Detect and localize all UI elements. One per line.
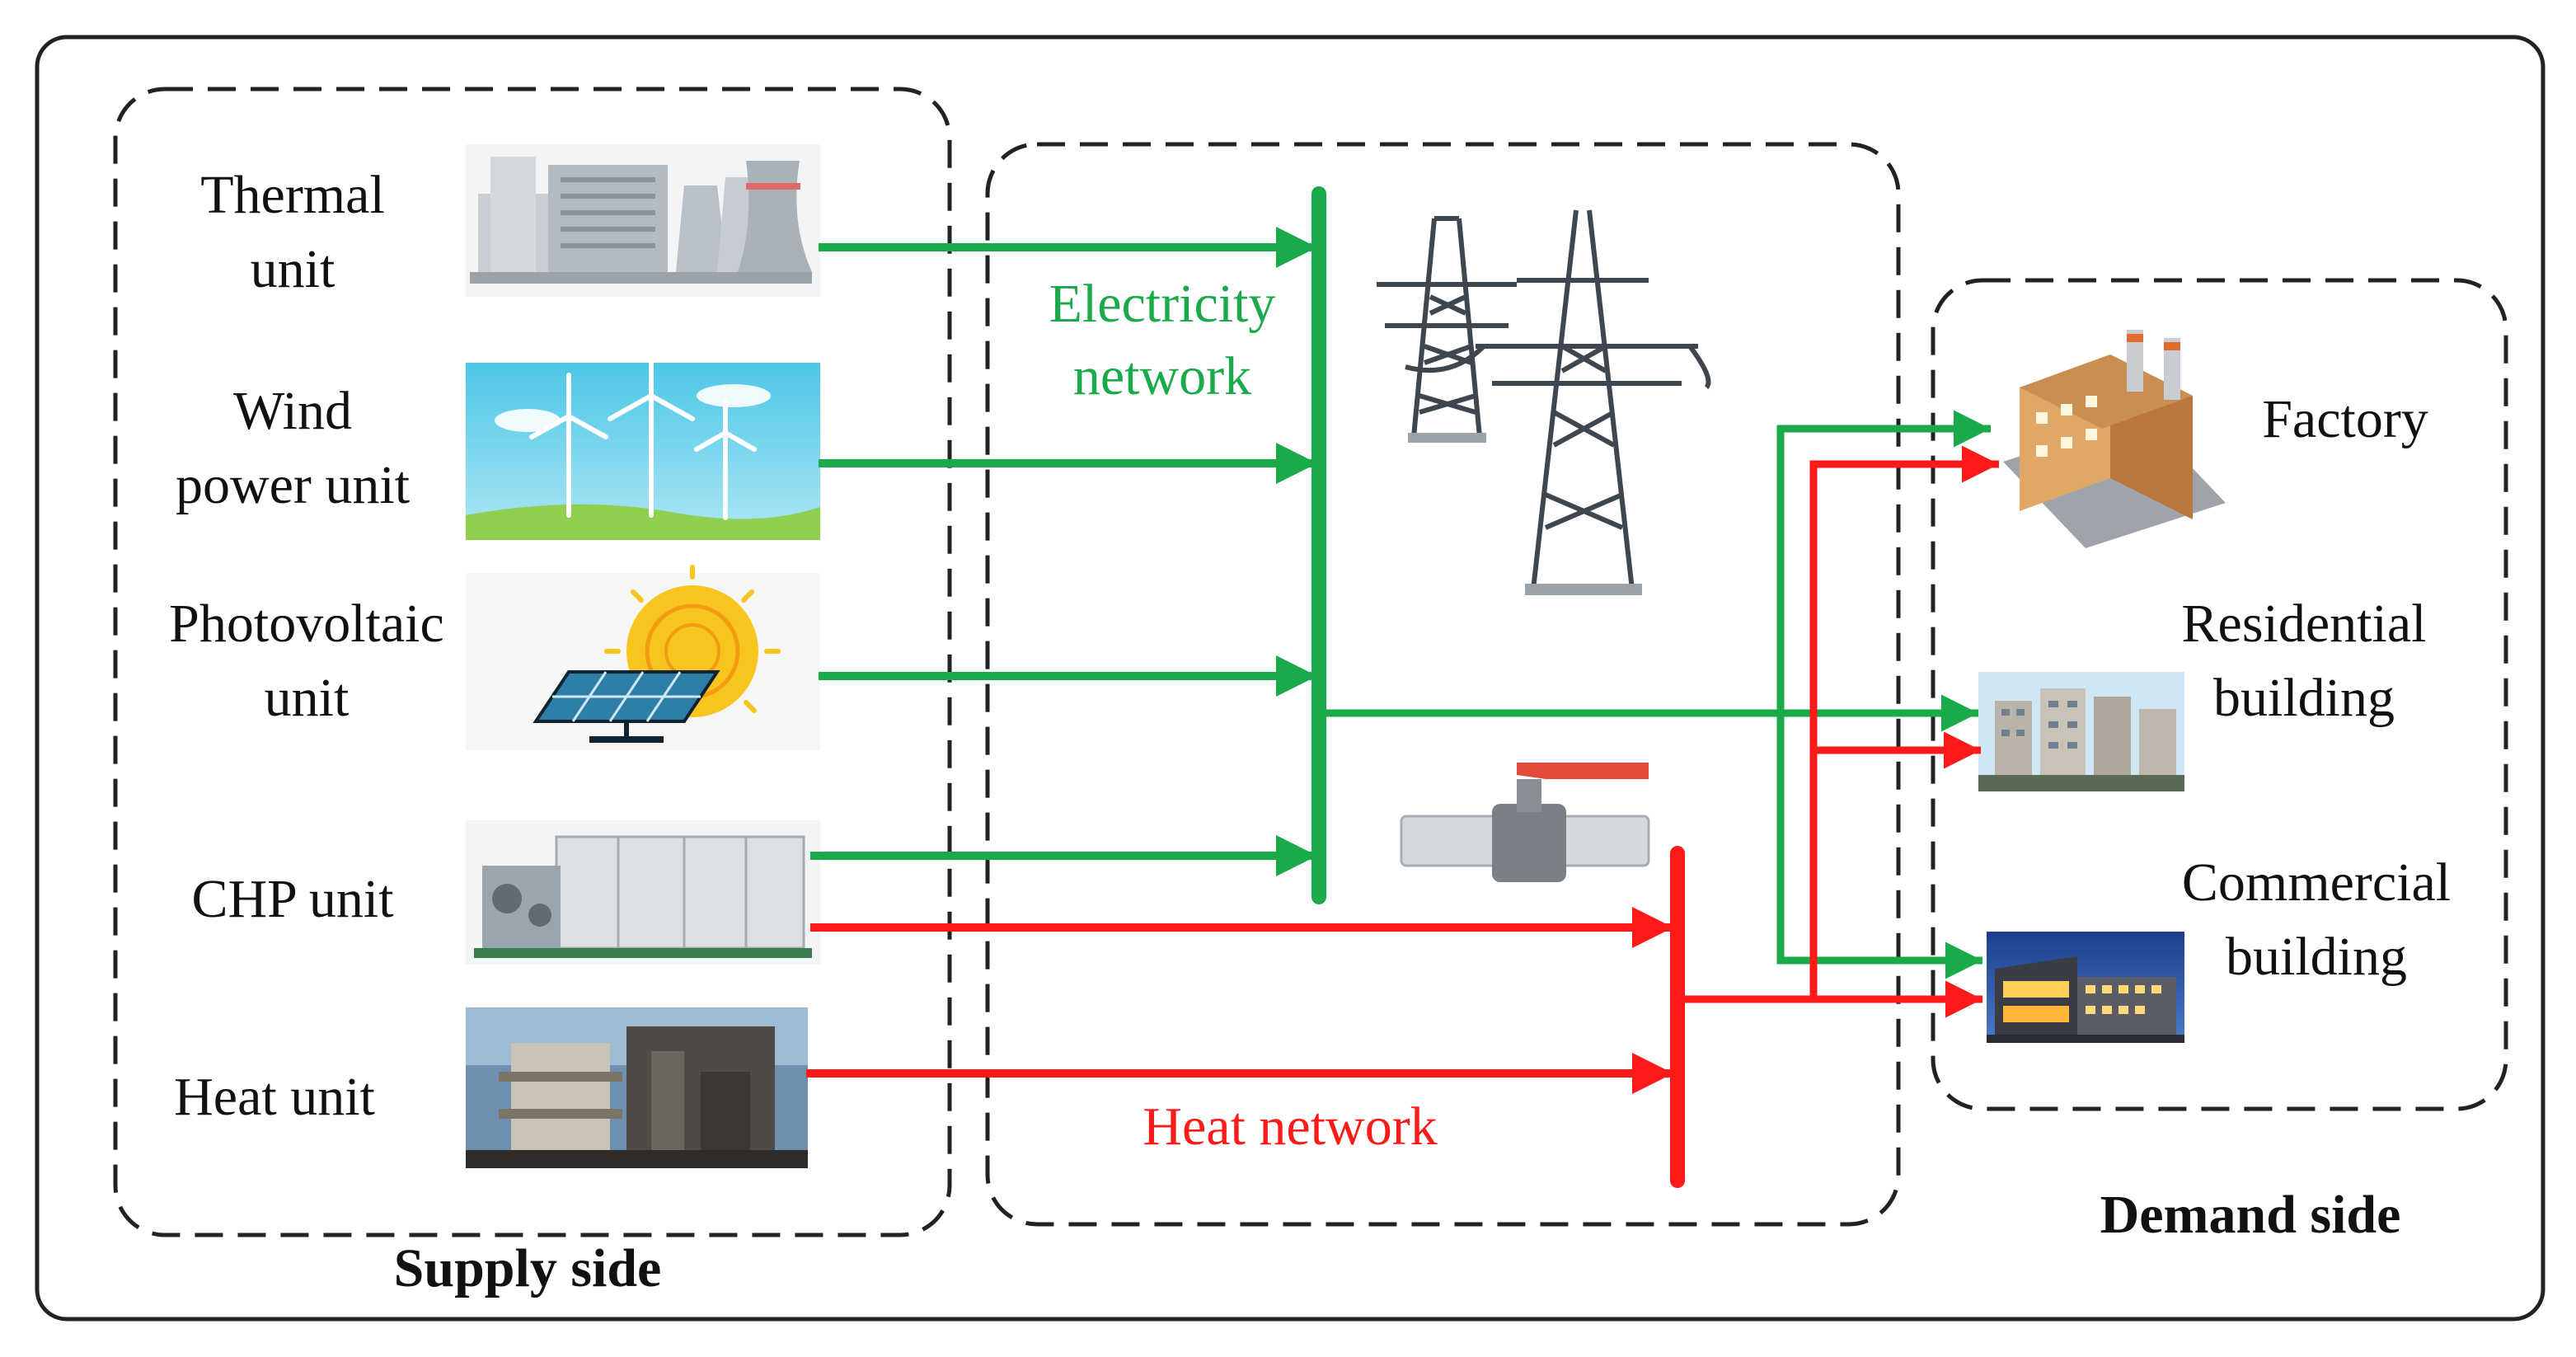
heat-unit-icon: [466, 1007, 808, 1168]
residential-building-icon: [1978, 672, 2184, 791]
pv-unit-label-2: unit: [265, 668, 350, 728]
electricity-flows: [810, 186, 1991, 979]
electricity-to-factory-line: [1776, 410, 1991, 713]
transmission-tower-icon: [1377, 209, 1711, 595]
heat-network-label: Heat network: [1143, 1096, 1437, 1157]
wind-turbine-icon: [466, 348, 820, 540]
heat-unit-label: Heat unit: [174, 1067, 375, 1127]
electricity-to-commercial-line: [1776, 713, 1982, 979]
heat-flows: [806, 445, 1999, 1188]
electricity-network-label: Electricity: [1049, 274, 1276, 334]
commercial-building-icon: [1987, 932, 2184, 1043]
residential-label-2: building: [2213, 668, 2395, 728]
supply-side-box: [113, 87, 952, 1237]
thermal-plant-icon: [466, 144, 820, 297]
factory-icon: [2003, 330, 2226, 548]
demand-side-box: [1931, 278, 2508, 1111]
valve-icon: [1400, 763, 1650, 882]
solar-panel-icon: [466, 565, 820, 750]
factory-label: Factory: [2262, 389, 2428, 449]
commercial-label: Commercial: [2182, 852, 2451, 913]
heat-to-factory-line: [1809, 445, 1999, 999]
supply-side-title: Supply side: [394, 1238, 662, 1298]
wind-unit-label-2: power unit: [176, 455, 410, 515]
outer-frame: [35, 35, 2546, 1322]
commercial-label-2: building: [2226, 927, 2407, 987]
pv-unit-label: Photovoltaic: [169, 594, 444, 654]
electricity-network-label-2: network: [1073, 346, 1251, 406]
thermal-unit-label-2: unit: [251, 239, 335, 299]
network-box: [985, 142, 1901, 1227]
wind-unit-label: Wind: [233, 381, 352, 441]
chp-unit-label: CHP unit: [191, 869, 393, 929]
residential-label: Residential: [2182, 594, 2427, 654]
demand-side-title: Demand side: [2100, 1185, 2401, 1245]
thermal-unit-label: Thermal: [200, 165, 385, 225]
chp-unit-icon: [466, 820, 820, 965]
